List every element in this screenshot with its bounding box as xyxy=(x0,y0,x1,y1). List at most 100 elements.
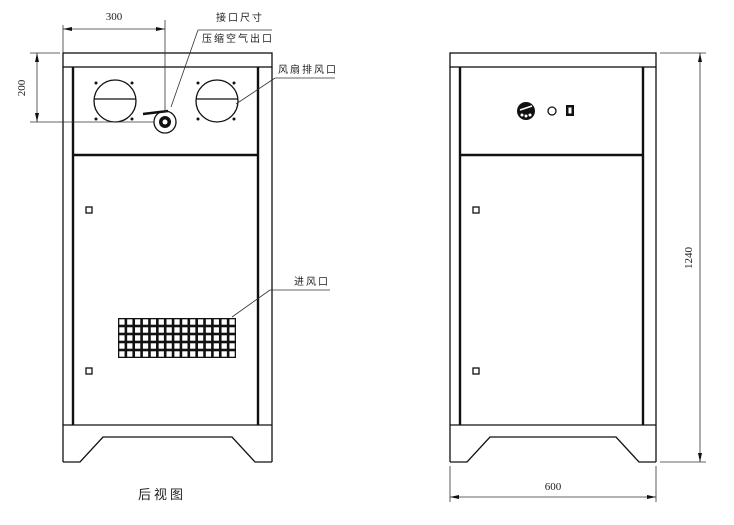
fan-left-icon xyxy=(93,79,137,123)
grid-hole xyxy=(205,335,212,341)
grid-hole xyxy=(158,343,164,349)
dimension-300: 300 xyxy=(62,11,166,112)
grid-hole xyxy=(150,335,157,341)
grid-hole xyxy=(205,327,212,333)
grid-hole xyxy=(166,351,172,357)
grid-hole xyxy=(190,343,196,349)
grid-hole xyxy=(142,351,149,357)
leader-fan-exhaust: 风扇排风口 xyxy=(235,63,338,105)
grid-hole xyxy=(142,327,149,333)
label-air-outlet: 压缩空气出口 xyxy=(202,32,274,45)
grid-hole xyxy=(190,351,196,357)
grid-hole xyxy=(150,319,157,325)
grid-hole xyxy=(221,335,227,341)
grid-hole xyxy=(205,351,212,357)
grid-hole xyxy=(221,351,227,357)
grid-hole xyxy=(229,327,235,333)
label-air-inlet: 进风口 xyxy=(294,276,330,288)
air-inlet-grid xyxy=(118,318,236,358)
indicator-light-icon xyxy=(547,106,557,116)
grid-hole xyxy=(190,319,196,325)
base xyxy=(449,424,657,463)
grid-hole xyxy=(135,327,141,333)
grid-hole xyxy=(221,319,227,325)
grid-hole xyxy=(119,351,125,357)
label-port-size: 接口尺寸 xyxy=(216,11,264,24)
grid-hole xyxy=(213,343,219,349)
dimension-1240: 1240 xyxy=(660,52,706,463)
grid-hole xyxy=(221,343,227,349)
grid-hole xyxy=(142,343,149,349)
top-cap xyxy=(62,52,273,68)
grid-hole xyxy=(205,319,212,325)
grid-hole xyxy=(127,319,133,325)
grid-hole xyxy=(174,319,180,325)
grid-hole xyxy=(190,327,196,333)
leader-air-outlet: 接口尺寸 压缩空气出口 xyxy=(170,11,274,108)
grid-hole xyxy=(166,319,172,325)
grid-hole xyxy=(229,343,235,349)
grid-hole xyxy=(205,343,212,349)
grid-hole xyxy=(182,327,188,333)
grid-hole xyxy=(119,327,125,333)
pressure-gauge-icon xyxy=(517,102,535,120)
door-lock-top xyxy=(472,206,480,214)
view-title: 后视图 xyxy=(138,488,186,503)
grid-hole xyxy=(213,319,219,325)
grid-hole xyxy=(182,343,188,349)
grid-hole xyxy=(127,327,133,333)
grid-hole xyxy=(127,343,133,349)
grid-hole xyxy=(213,327,219,333)
front-view-cabinet xyxy=(449,52,657,463)
dimension-600: 600 xyxy=(449,466,657,502)
dimension-200: 200 xyxy=(16,52,154,123)
base xyxy=(62,424,273,463)
grid-hole xyxy=(135,351,141,357)
grid-hole xyxy=(213,351,219,357)
power-switch-icon xyxy=(566,105,574,116)
label-fan-exhaust: 风扇排风口 xyxy=(278,63,338,76)
door-lock-bottom xyxy=(472,367,480,375)
grid-hole xyxy=(197,327,204,333)
grid-hole xyxy=(174,335,180,341)
dimension-600-label: 600 xyxy=(545,481,562,493)
grid-hole xyxy=(158,335,164,341)
grid-hole xyxy=(213,335,219,341)
grid-hole xyxy=(197,319,204,325)
grid-hole xyxy=(229,351,235,357)
grid-hole xyxy=(135,343,141,349)
grid-hole xyxy=(150,343,157,349)
grid-hole xyxy=(142,335,149,341)
grid-hole xyxy=(150,351,157,357)
grid-hole xyxy=(182,351,188,357)
grid-hole xyxy=(119,343,125,349)
door-lock-top xyxy=(85,206,93,214)
grid-hole xyxy=(197,343,204,349)
grid-hole xyxy=(150,327,157,333)
rear-view-cabinet xyxy=(62,52,273,463)
grid-hole xyxy=(135,335,141,341)
grid-hole xyxy=(142,319,149,325)
dimension-200-label: 200 xyxy=(16,79,28,96)
grid-hole xyxy=(174,343,180,349)
grid-hole xyxy=(221,327,227,333)
grid-hole xyxy=(166,335,172,341)
grid-hole xyxy=(119,319,125,325)
grid-hole xyxy=(182,335,188,341)
grid-hole xyxy=(158,327,164,333)
grid-hole xyxy=(158,351,164,357)
fan-right-icon xyxy=(195,79,239,123)
grid-hole xyxy=(135,319,141,325)
grid-hole xyxy=(127,351,133,357)
air-outlet-icon xyxy=(142,109,177,134)
top-cap xyxy=(449,52,657,68)
grid-hole xyxy=(197,335,204,341)
grid-hole xyxy=(229,319,235,325)
grid-hole xyxy=(174,327,180,333)
grid-hole xyxy=(158,319,164,325)
grid-hole xyxy=(127,335,133,341)
dimension-1240-label: 1240 xyxy=(683,247,695,270)
leader-air-inlet: 进风口 xyxy=(231,276,330,318)
grid-hole xyxy=(174,351,180,357)
